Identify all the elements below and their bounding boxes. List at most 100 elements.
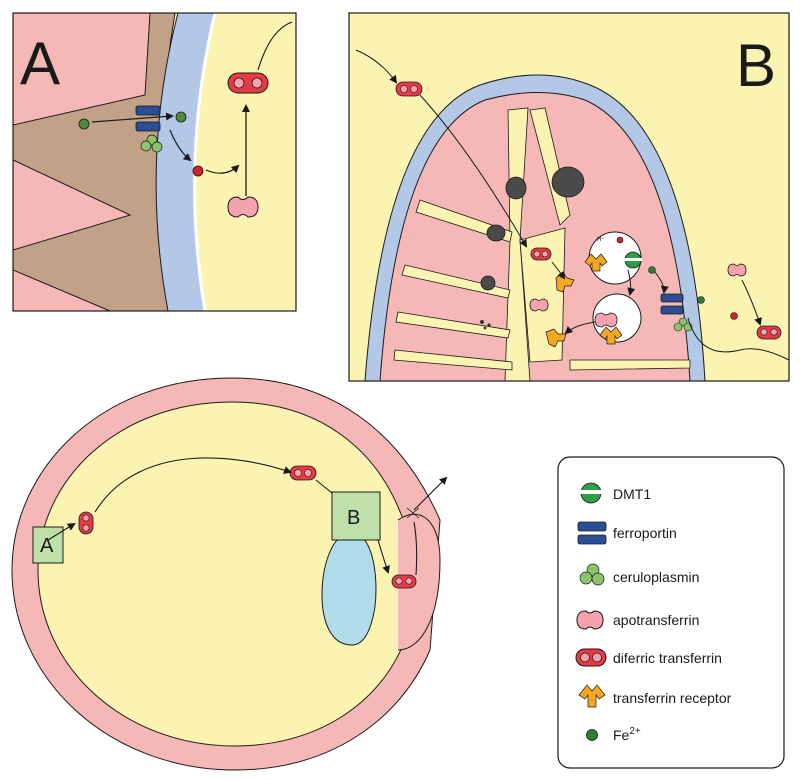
diferric-transferrin-icon [289,465,317,481]
legend-label-apotransferrin: apotransferrin [613,612,699,628]
transferrin-receptor-icon [578,684,606,708]
ferroportin-icon [135,105,161,132]
vitreous [37,401,406,747]
legend-label-ferroportin: ferroportin [613,525,677,541]
region-b-box [331,491,381,541]
apotransferrin-icon [594,312,618,328]
arrow-entry [355,49,398,84]
legend-item-ceruloplasmin: ceruloplasmin [579,563,699,586]
ferroportin-icon [660,293,684,315]
fe2-icon [586,729,598,741]
channel [401,264,511,299]
arrow-oxidation [169,129,192,162]
transferrin-receptor-icon [584,253,608,272]
arrow-out [687,317,789,361]
diferric-transferrin-icon [575,648,607,667]
lens [321,532,377,646]
diferric-transferrin-icon [530,247,552,261]
legend-label-dmt1: DMT1 [613,486,651,502]
dmt1-icon [624,251,642,269]
channel [393,349,513,371]
fe3-icon [730,312,738,320]
ceruloplasmin-icon [140,134,163,153]
arrow-to-b [315,479,333,494]
ciliary-body [397,513,441,651]
arrow-exit [413,476,448,511]
arrow-to-apotransferrin [205,164,240,174]
legend-item-apotransferrin: apotransferrin [576,610,699,630]
stroma-wedge [13,269,111,311]
legend-label-diferric-transferrin: diferric transferrin [613,650,722,666]
arrow-export [654,271,669,294]
diferric-transferrin-icon [78,511,94,535]
legend-label-fe: Fe2+ [613,726,641,743]
panel-a-letter: A [20,30,60,97]
channel [569,359,691,371]
eye-diagram: A B [11,377,448,771]
panel-b-border [348,12,790,382]
fe2-icon [175,111,187,123]
region-b-label: B [347,507,360,529]
region-a-box [32,526,64,564]
diferric-transferrin-icon [227,72,269,94]
dmt1-icon [580,482,602,504]
ceruloplasmin-icon [579,563,605,586]
legend: DMT1 ferroportin ceruloplasmin apotransf… [557,456,785,769]
legend-box [557,456,785,769]
stroma-wedge [13,159,132,251]
proton-label: H⁺ [597,236,605,243]
fe3-icon [616,236,624,244]
fe2-icon [697,296,705,304]
legend-item-ferroportin: ferroportin [577,521,677,545]
fe-superscript: 2+ [629,726,641,737]
apotransferrin-icon [529,298,549,312]
fragmented-nucleus [480,320,491,330]
fe2-icon [78,118,90,130]
apotransferrin-icon [576,610,604,630]
panel-a: A [12,12,297,312]
apotransferrin-icon [727,263,747,277]
channel [395,311,511,339]
apical-space [519,227,566,363]
arrow-return [564,321,596,335]
arrow-binding [551,261,566,280]
arrow-b-release [377,539,390,574]
membrane-edge [193,13,217,311]
panel-b-letter: B [736,32,776,99]
fe2-icon [648,266,656,274]
arrow-to-receptor [419,94,528,248]
nucleus [486,224,506,242]
arrow-a-entry [47,522,76,541]
channel [529,107,571,226]
panel-a-border [12,12,297,312]
diferric-transferrin-icon [391,574,417,589]
legend-item-fe2: Fe2+ [586,726,641,743]
legend-label-transferrin-receptor: transferrin receptor [613,690,732,706]
ferroportin-icon [577,521,607,545]
panel-b: H⁺ [348,12,790,382]
fe3-icon [192,165,204,177]
nucleus [551,166,585,198]
transferrin-receptor-icon [545,328,567,348]
arrow-up [413,521,418,576]
diferric-transferrin-icon [756,325,782,340]
arrow-vitreous-flow [94,457,292,513]
arrow-loading [741,279,762,326]
region-a-label: A [40,535,54,557]
arrow-recycle [627,269,636,296]
legend-item-transferrin-receptor: transferrin receptor [578,684,732,708]
fe-label-text: Fe [613,727,630,743]
legend-item-dmt1: DMT1 [580,482,651,504]
arrow-exit [257,21,293,71]
pigment-granule [480,275,496,291]
cleavage-icon [406,507,420,519]
nucleus [505,176,527,200]
transferrin-receptor-icon [599,326,623,345]
apotransferrin-icon [227,196,259,218]
legend-item-diferric-transferrin: diferric transferrin [575,648,722,667]
arrow-fe-transport [91,112,174,123]
diferric-transferrin-icon [395,81,423,97]
legend-label-ceruloplasmin: ceruloplasmin [613,569,699,585]
stroma-wedge [13,13,151,126]
